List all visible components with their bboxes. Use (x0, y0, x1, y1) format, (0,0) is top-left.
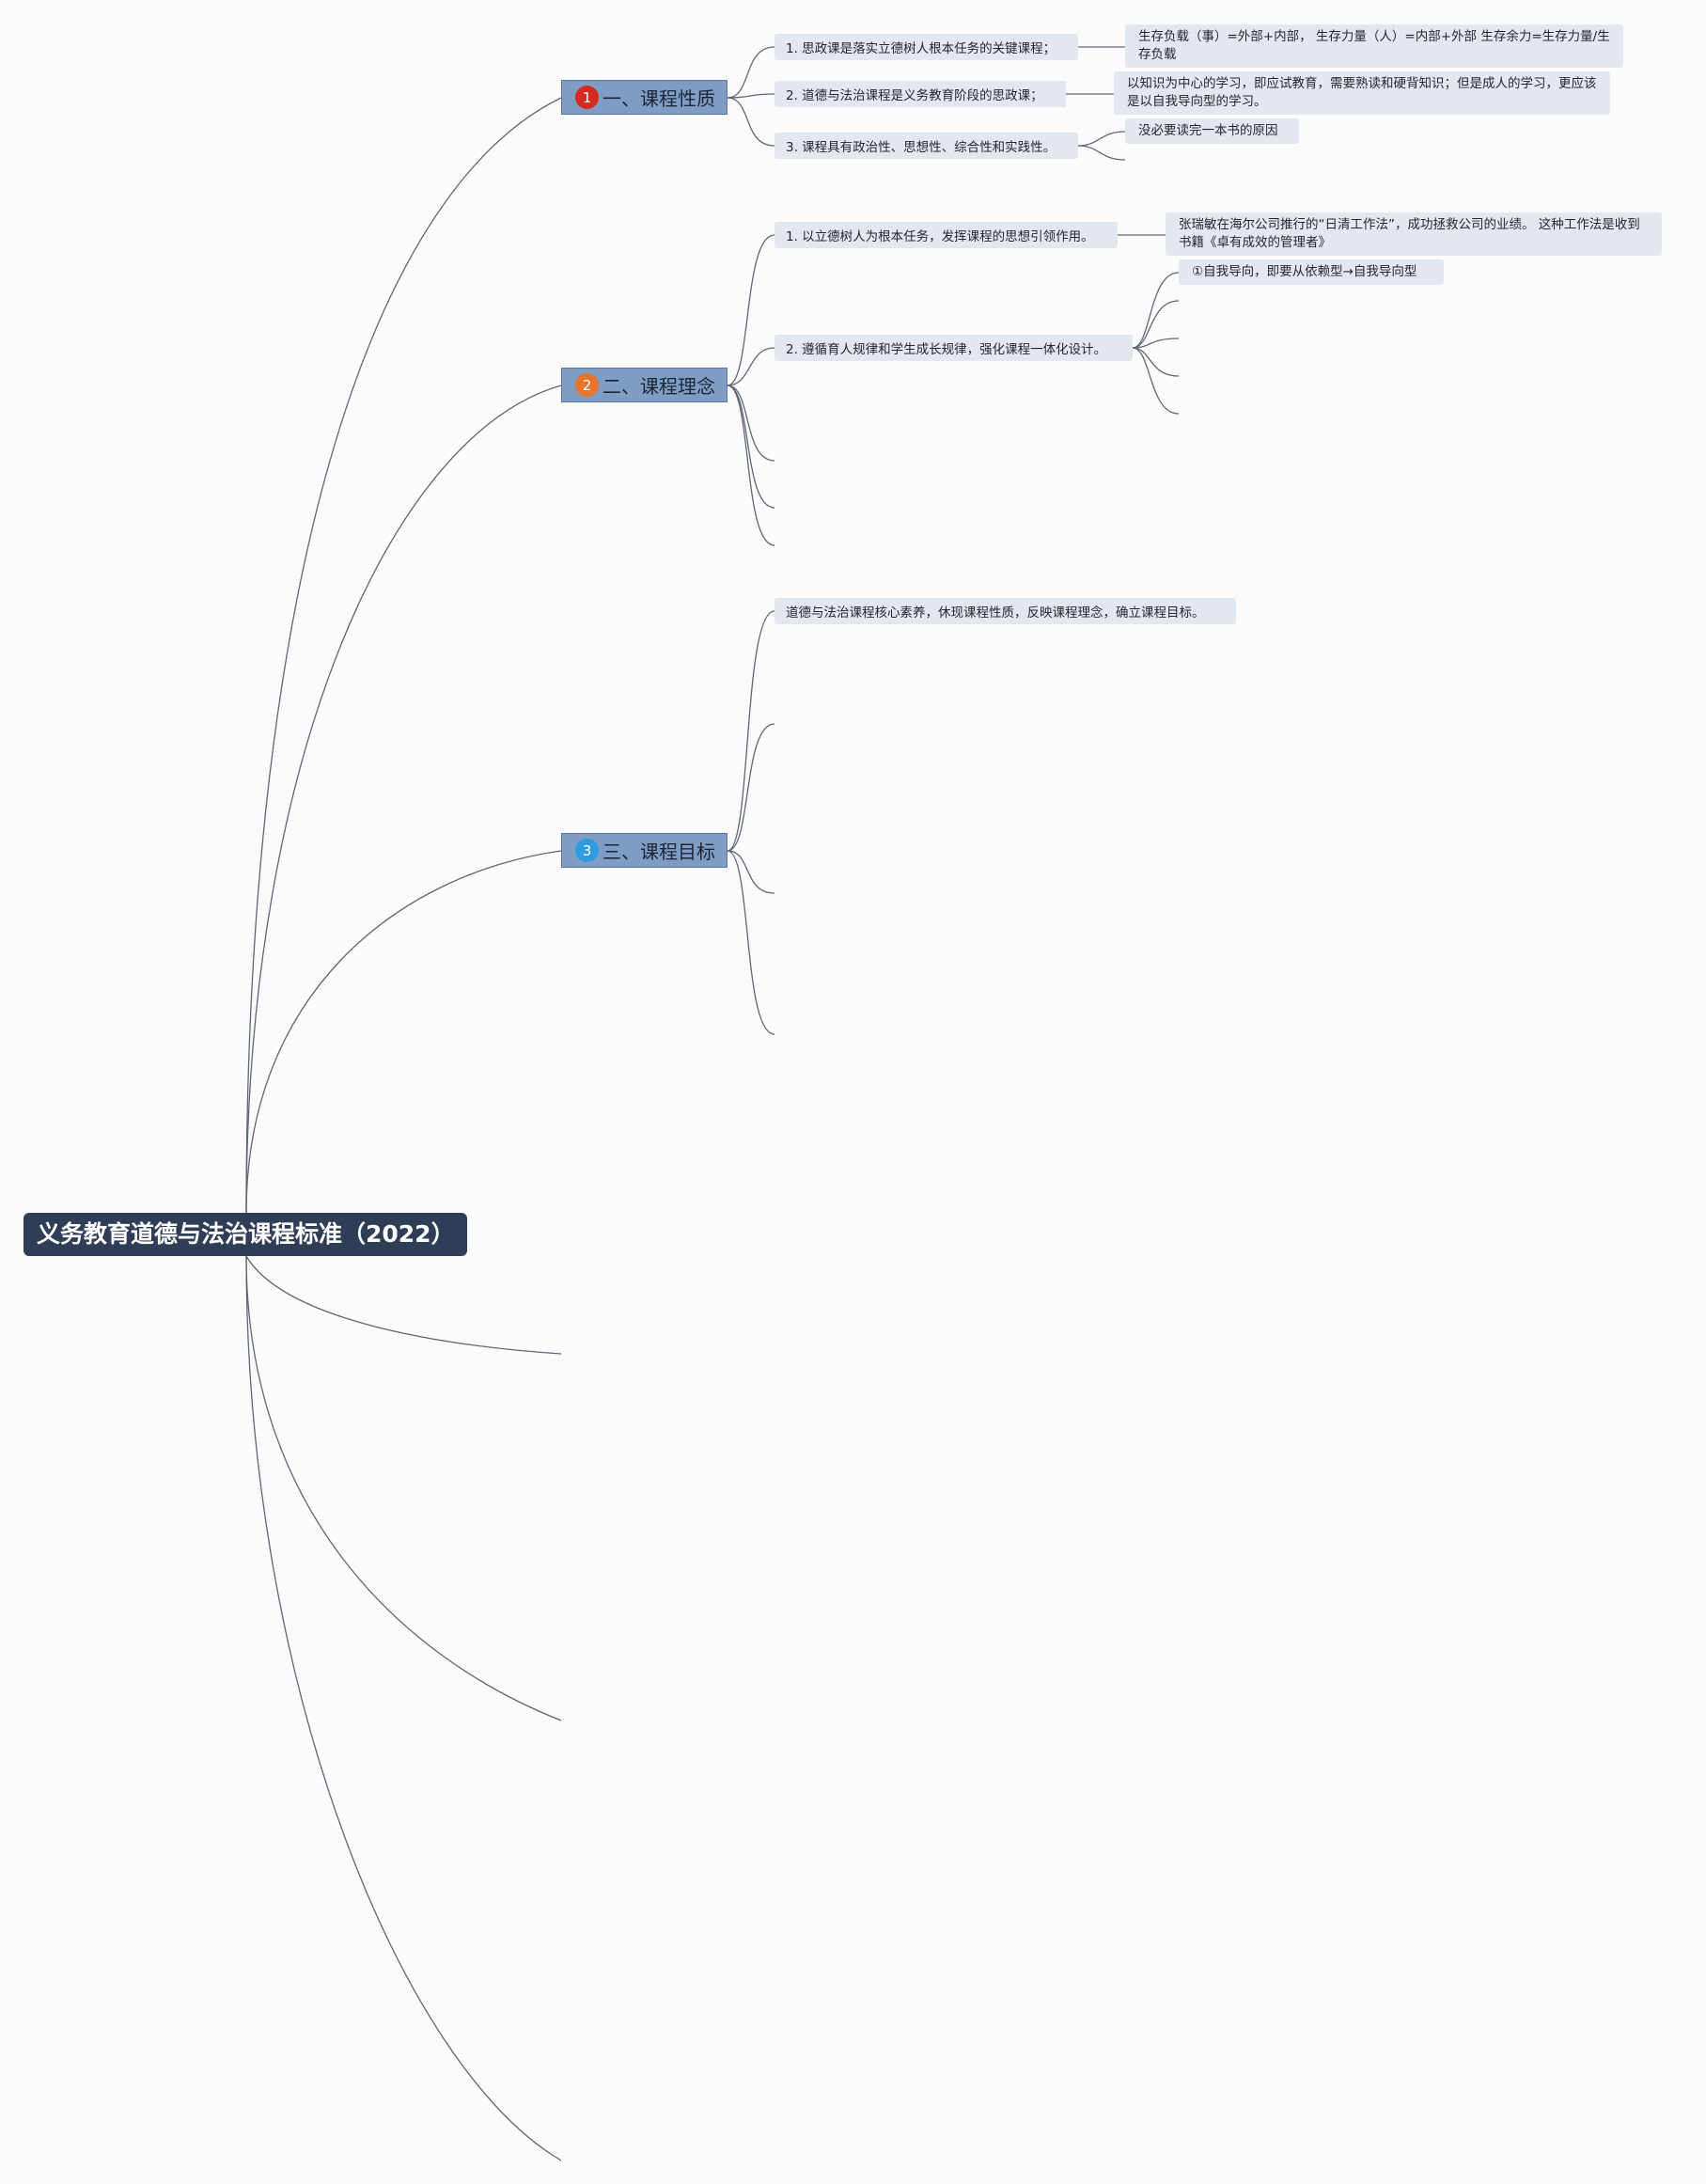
note-2-1[interactable]: 张瑞敏在海尔公司推行的“日清工作法”，成功拯救公司的业绩。 这种工作法是收到书籍… (1166, 212, 1662, 256)
branch-title: 三、课程目标 (603, 841, 715, 863)
link-s3-stub (1077, 145, 1126, 161)
branch-course-concept[interactable]: 2 二、课程理念 (561, 368, 728, 402)
link-b1-s1 (727, 46, 775, 99)
link-root-e4 (245, 1255, 562, 1355)
link-b2s2-n2 (1132, 300, 1180, 349)
link-b2-s2 (727, 347, 775, 386)
link-b2-e3 (727, 385, 775, 462)
link-root-e5 (245, 1255, 562, 1721)
link-b2-e5 (727, 385, 775, 546)
root-topic[interactable]: 义务教育道德与法治课程标准（2022） (23, 1213, 467, 1256)
branch-title: 一、课程性质 (603, 87, 715, 110)
number-badge-1: 1 (575, 86, 599, 109)
number-badge-2: 2 (575, 373, 599, 397)
link-b1-s2 (727, 93, 775, 99)
subtopic-1-3[interactable]: 3. 课程具有政治性、思想性、综合性和实践性。 (775, 133, 1078, 159)
link-b2s2-n5 (1132, 347, 1180, 415)
note-1-2[interactable]: 以知识为中心的学习，即应试教育，需要熟读和硬背知识；但是成人的学习，更应该是以自… (1114, 71, 1610, 115)
link-b2s2-n1 (1132, 272, 1180, 349)
link-b3-e3 (727, 850, 775, 894)
link-b2s2-n4 (1132, 347, 1180, 377)
note-2-2[interactable]: ①自我导向，即要从依赖型→自我导向型 (1179, 259, 1444, 285)
link-b2s2-n3 (1132, 338, 1180, 349)
subtopic-1-2[interactable]: 2. 道德与法治课程是义务教育阶段的思政课； (775, 81, 1066, 107)
subtopic-1-1[interactable]: 1. 思政课是落实立德树人根本任务的关键课程； (775, 34, 1078, 60)
subtopic-2-1[interactable]: 1. 以立德树人为根本任务，发挥课程的思想引领作用。 (775, 222, 1118, 248)
link-b3-s1 (727, 610, 775, 852)
link-root-e6 (245, 1255, 562, 2161)
link-b3-e2 (727, 723, 775, 852)
number-badge-3: 3 (575, 839, 599, 862)
branch-title: 二、课程理念 (603, 375, 715, 398)
link-b3-e4 (727, 850, 775, 1035)
branch-course-nature[interactable]: 1 一、课程性质 (561, 80, 728, 115)
note-1-3[interactable]: 没必要读完一本书的原因 (1125, 118, 1299, 144)
link-root-b2 (245, 385, 562, 1214)
link-b1-s3 (727, 97, 775, 147)
link-root-b1 (245, 97, 562, 1214)
link-root-b3 (245, 850, 562, 1214)
link-b2-s1 (727, 234, 775, 386)
branch-course-objectives[interactable]: 3 三、课程目标 (561, 833, 728, 868)
subtopic-3-1[interactable]: 道德与法治课程核心素养，休现课程性质，反映课程理念，确立课程目标。 (775, 598, 1236, 624)
subtopic-2-2[interactable]: 2. 遵循育人规律和学生成长规律，强化课程一体化设计。 (775, 335, 1133, 361)
note-1-1[interactable]: 生存负载（事）=外部+内部， 生存力量（人）=内部+外部 生存余力=生存力量/生… (1125, 24, 1623, 68)
link-s3-note (1077, 131, 1126, 147)
